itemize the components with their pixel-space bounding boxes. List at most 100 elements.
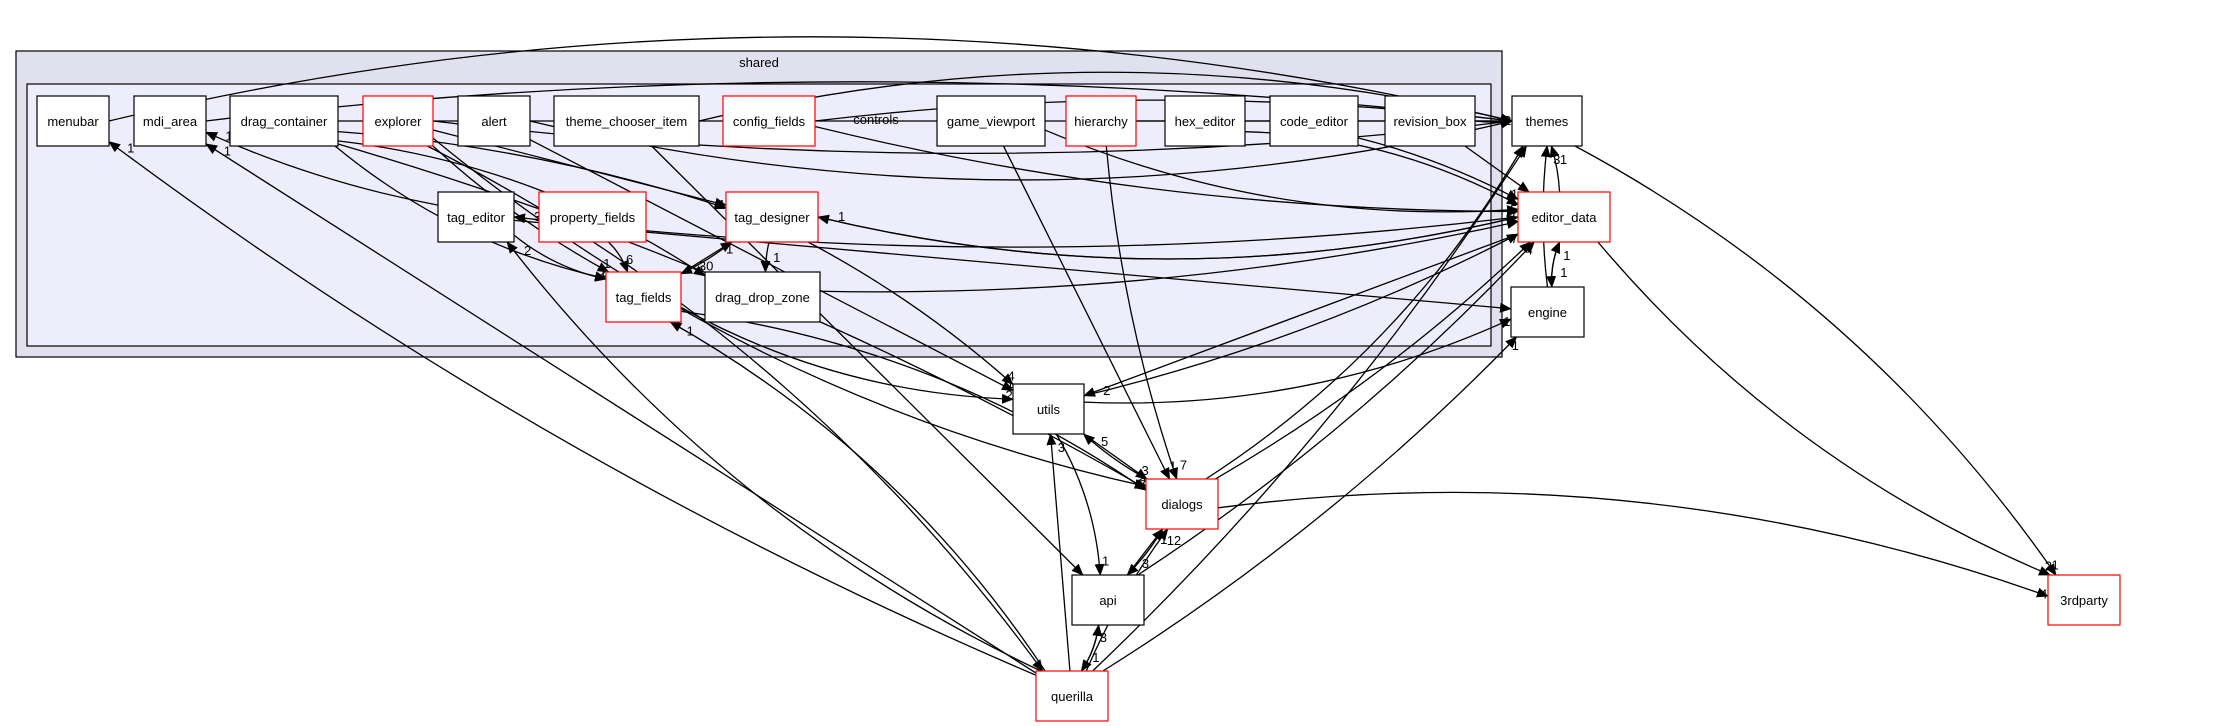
node-box-code-editor[interactable] (1269, 95, 1359, 147)
node-themes[interactable]: themes (1511, 95, 1583, 147)
node-explorer[interactable]: explorer (362, 95, 434, 147)
edge-label-api-to-dialogs: 1 (1160, 532, 1167, 547)
edge-explorer-to-dialogs (432, 137, 1147, 489)
edge-label-theme_chooser-to-themes: 1 (1504, 113, 1511, 128)
node-engine[interactable]: engine (1510, 286, 1585, 338)
node-config-fields[interactable]: config_fields (722, 95, 816, 147)
edge-drag_container-to-drag_drop_zone (337, 140, 706, 277)
node-label-hierarchy: hierarchy (1074, 114, 1128, 129)
edge-label-querilla-to-engine: 1 (1512, 338, 1519, 353)
node-code-editor[interactable]: code_editor (1269, 95, 1359, 147)
edge-tag_editor-to-engine (513, 219, 1512, 313)
node-label-drag-container: drag_container (241, 114, 328, 129)
node-tag-fields[interactable]: tag_fields (605, 271, 682, 323)
edge-label-tag_designer-to-tag_fields: 30 (699, 258, 713, 273)
node-box-drag-drop-zone[interactable] (704, 271, 821, 323)
node-box-drag-container[interactable] (229, 95, 339, 147)
edge-code_editor-to-editor_data (1357, 137, 1519, 200)
node-box-querilla[interactable] (1035, 670, 1109, 722)
node-box-tag-editor[interactable] (437, 191, 515, 243)
node-dialogs[interactable]: dialogs (1145, 478, 1219, 530)
node-tag-editor[interactable]: tag_editor (437, 191, 515, 243)
edge-label-themes-to-thirdparty: 1 (2052, 558, 2059, 573)
edge-game_viewport-to-dialogs (1002, 145, 1171, 480)
edge-label-editor_data-to-tag_editor: 3 (534, 209, 541, 224)
edge-label-utils-to-editor_data: 7 (1511, 231, 1518, 246)
node-label-tag-designer: tag_designer (734, 210, 810, 225)
node-box-thirdparty[interactable] (2047, 574, 2121, 626)
node-label-tag-fields: tag_fields (616, 290, 672, 305)
edge-tag_fields-to-tag_designer (680, 241, 733, 275)
node-drag-container[interactable]: drag_container (229, 95, 339, 147)
node-box-hex-editor[interactable] (1164, 95, 1246, 147)
node-box-utils[interactable] (1012, 383, 1085, 435)
edge-label-code_editor-to-editor_data: 1 (1511, 186, 1518, 201)
edge-editor_data-to-tag_editor (513, 213, 1519, 248)
node-label-api: api (1099, 593, 1116, 608)
node-box-alert[interactable] (457, 95, 531, 147)
node-hierarchy[interactable]: hierarchy (1065, 95, 1137, 147)
node-revision-box[interactable]: revision_box (1384, 95, 1476, 147)
node-mdi-area[interactable]: mdi_area (133, 95, 207, 147)
node-hex-editor[interactable]: hex_editor (1164, 95, 1246, 147)
node-label-utils: utils (1037, 402, 1061, 417)
edge-label-hierarchy-to-dialogs: 7 (1180, 457, 1187, 472)
node-box-api[interactable] (1071, 574, 1145, 626)
node-box-themes[interactable] (1511, 95, 1583, 147)
node-drag-drop-zone[interactable]: drag_drop_zone (704, 271, 821, 323)
node-game-viewport[interactable]: game_viewport (936, 95, 1046, 147)
edge-revision_box-to-editor_data (1464, 145, 1530, 193)
edge-label-game_viewport-to-dialogs: 1 (1169, 458, 1176, 473)
edge-label-drag_container-to-drag_drop_zone: 1 (698, 263, 705, 278)
node-box-property-fields[interactable] (538, 191, 647, 243)
node-label-hex-editor: hex_editor (1175, 114, 1236, 129)
edge-menubar-to-themes (108, 36, 1513, 124)
node-theme-chooser[interactable]: theme_chooser_item (553, 95, 700, 147)
edge-dialogs-to-themes (1205, 145, 1524, 480)
node-editor-data[interactable]: editor_data (1517, 191, 1611, 243)
node-box-mdi-area[interactable] (133, 95, 207, 147)
edge-editor_data-to-utils (1083, 233, 1519, 397)
node-property-fields[interactable]: property_fields (538, 191, 647, 243)
edge-property_fields-to-tag_fields (607, 241, 629, 273)
edge-label-tag_editor-to-tag_fields: 2 (599, 265, 606, 280)
node-menubar[interactable]: menubar (36, 95, 110, 147)
node-label-explorer: explorer (375, 114, 423, 129)
node-box-tag-fields[interactable] (605, 271, 682, 323)
node-api[interactable]: api (1071, 574, 1145, 626)
node-box-dialogs[interactable] (1145, 478, 1219, 530)
edge-label-editor_data-to-engine: 1 (1560, 265, 1567, 280)
node-box-menubar[interactable] (36, 95, 110, 147)
cluster-shared-label: shared (739, 55, 779, 70)
node-box-editor-data[interactable] (1517, 191, 1611, 243)
node-label-menubar: menubar (47, 114, 99, 129)
node-querilla[interactable]: querilla (1035, 670, 1109, 722)
edge-themes-to-thirdparty (1574, 145, 2057, 576)
edge-label-querilla-to-menubar: 1 (127, 141, 134, 156)
edge-explorer-to-querilla (427, 145, 1044, 672)
edge-utils-to-editor_data (1083, 233, 1519, 397)
edge-drag_drop_zone-to-editor_data (819, 219, 1519, 293)
node-box-theme-chooser[interactable] (553, 95, 700, 147)
node-label-mdi-area: mdi_area (143, 114, 198, 129)
node-thirdparty[interactable]: 3rdparty (2047, 574, 2121, 626)
edge-label-editor_data-to-thirdparty: 2 (2045, 559, 2052, 574)
node-box-hierarchy[interactable] (1065, 95, 1137, 147)
node-box-tag-designer[interactable] (725, 191, 819, 243)
edge-label-utils-to-engine: 1 (1503, 314, 1510, 329)
node-alert[interactable]: alert (457, 95, 531, 147)
node-box-engine[interactable] (1510, 286, 1585, 338)
edge-tag_fields-to-dialogs (680, 310, 1147, 491)
edge-querilla-to-menubar (108, 141, 1037, 676)
node-box-revision-box[interactable] (1384, 95, 1476, 147)
node-tag-designer[interactable]: tag_designer (725, 191, 819, 243)
node-box-game-viewport[interactable] (936, 95, 1046, 147)
node-box-config-fields[interactable] (722, 95, 816, 147)
edge-label-explorer-to-tag_fields: 1 (603, 256, 610, 271)
node-label-editor-data: editor_data (1531, 210, 1597, 225)
node-label-dialogs: dialogs (1161, 497, 1203, 512)
node-box-explorer[interactable] (362, 95, 434, 147)
node-utils[interactable]: utils (1012, 383, 1085, 435)
edge-label-drag_container-to-tag_designer: 1 (718, 197, 725, 212)
